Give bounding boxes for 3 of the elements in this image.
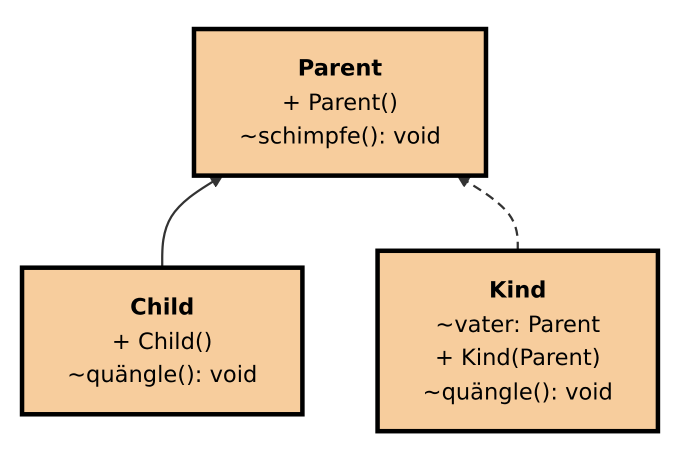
node-box: Parent + Parent() ~schimpfe(): void bbox=[192, 26, 488, 178]
node-box: Child + Child() ~quängle(): void bbox=[20, 265, 305, 416]
node-box: Kind ~vater: Parent + Kind(Parent) ~quängle(): void bbox=[375, 248, 660, 434]
